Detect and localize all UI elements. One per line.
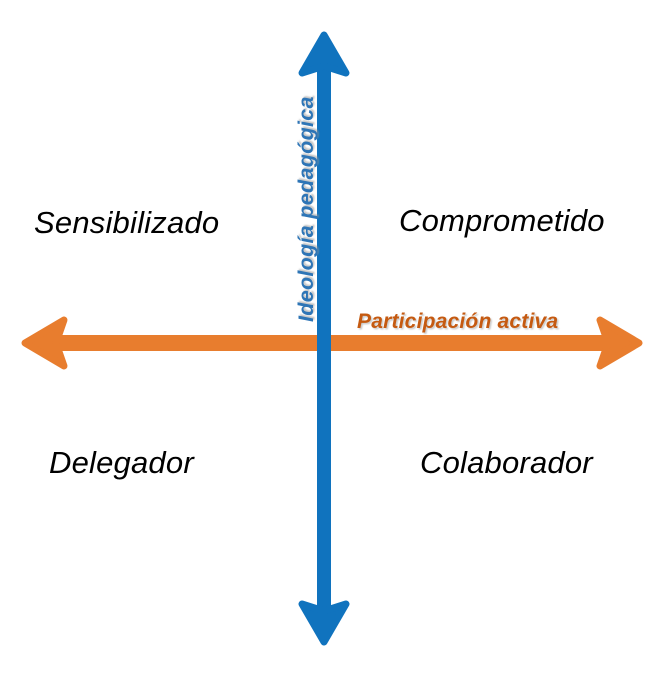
quadrant-label-top-right: Comprometido bbox=[399, 203, 605, 238]
arrowhead-up-icon bbox=[298, 31, 350, 77]
vertical-axis-title: Ideología pedagógica bbox=[294, 96, 318, 322]
horizontal-axis-arrow bbox=[21, 316, 643, 370]
arrowhead-right-icon bbox=[596, 316, 643, 370]
vertical-axis-arrow bbox=[298, 31, 350, 646]
quadrant-label-bottom-right: Colaborador bbox=[420, 445, 593, 480]
quadrant-label-bottom-left: Delegador bbox=[49, 445, 194, 480]
horizontal-axis-shaft bbox=[48, 335, 616, 351]
vertical-axis-shaft bbox=[317, 58, 331, 620]
arrowhead-left-icon bbox=[21, 316, 68, 370]
horizontal-axis-title: Participación activa bbox=[357, 310, 559, 333]
arrowhead-down-icon bbox=[298, 600, 350, 646]
quadrant-label-top-left: Sensibilizado bbox=[34, 205, 220, 240]
